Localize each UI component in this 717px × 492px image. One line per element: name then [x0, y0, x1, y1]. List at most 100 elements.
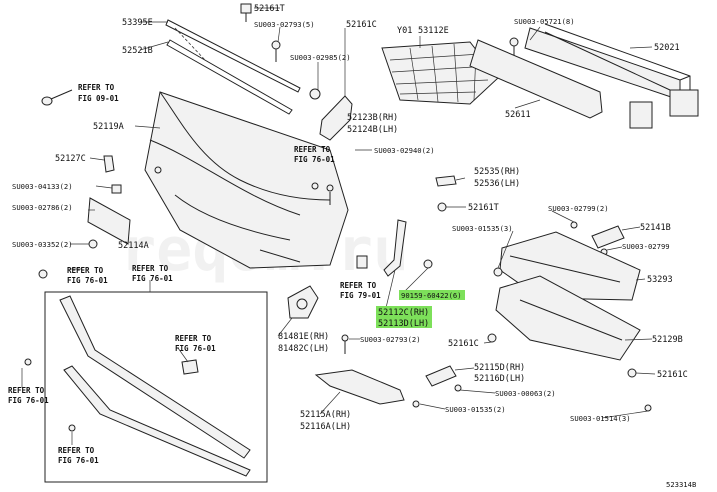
label-52611[interactable]: 52611: [505, 110, 531, 120]
bracket-icon: [181, 359, 199, 375]
label-52119a[interactable]: 52119A: [93, 122, 124, 132]
label-52123b[interactable]: 52123B(RH): [347, 113, 398, 123]
clip-icon: [627, 368, 637, 378]
label-su003-02793-top[interactable]: SU003-02793(5): [254, 20, 315, 29]
screw-icon: [644, 404, 652, 412]
clip-icon: [437, 202, 447, 212]
label-su003-02786[interactable]: SU003-02786(2): [12, 203, 73, 212]
spoiler-inset-frame: [44, 291, 268, 483]
refer-to-76-01-b1[interactable]: FIG 76-01: [294, 155, 335, 164]
refer-to-76-01-a4[interactable]: REFER TO: [175, 334, 212, 343]
label-52124b[interactable]: 52124B(LH): [347, 125, 398, 135]
bracket-icon: [591, 225, 625, 249]
label-52536[interactable]: 52536(LH): [474, 179, 520, 189]
label-su003-01514[interactable]: SU003-01514(3): [570, 414, 631, 423]
label-52161c-mid[interactable]: 52161C: [448, 339, 479, 349]
label-53112e[interactable]: 53112E: [418, 26, 449, 36]
label-52113d[interactable]: 52113D(LH): [378, 319, 429, 329]
label-53395e[interactable]: 53395E: [122, 18, 153, 28]
part-drawings: [24, 3, 699, 483]
label-su003-01535-b[interactable]: SU003-01535(2): [445, 405, 506, 414]
label-52535[interactable]: 52535(RH): [474, 167, 520, 177]
label-52127c[interactable]: 52127C: [55, 154, 86, 164]
bracket-icon: [87, 197, 131, 245]
clip-icon: [38, 269, 48, 279]
bolt-icon: [88, 239, 98, 249]
label-52161t-top[interactable]: 52161T: [254, 4, 285, 14]
side-bracket-icon: [314, 369, 405, 405]
screw-icon: [341, 334, 349, 354]
label-52115a[interactable]: 52115A(RH): [300, 410, 351, 420]
label-52114a[interactable]: 52114A: [118, 241, 149, 251]
refer-to-76-01-b4[interactable]: FIG 76-01: [175, 344, 216, 353]
refer-to-76-01-a1[interactable]: REFER TO: [294, 145, 331, 154]
label-52521b[interactable]: 52521B: [122, 46, 153, 56]
label-81482c[interactable]: 81482C(LH): [278, 344, 329, 354]
label-90159-60422[interactable]: 90159-60422(6): [401, 291, 462, 300]
molding-strip-icon: [165, 19, 301, 93]
label-su003-02793-mid[interactable]: SU003-02793(2): [360, 335, 421, 344]
label-su003-05721[interactable]: SU003-05721(8): [514, 17, 575, 26]
tool-icon: [41, 89, 73, 106]
label-52112c[interactable]: 52112C(RH): [378, 308, 429, 318]
tab-icon: [103, 155, 115, 173]
label-52161c-right[interactable]: 52161C: [657, 370, 688, 380]
energy-absorber-icon: [469, 39, 603, 119]
label-su003-00063[interactable]: SU003-00063(2): [495, 389, 556, 398]
label-52021[interactable]: 52021: [654, 43, 680, 53]
side-retainer-icon: [383, 219, 407, 277]
label-su003-02799-b[interactable]: SU003-02799: [622, 242, 670, 251]
refer-to-76-01-b6[interactable]: FIG 76-01: [58, 456, 99, 465]
refer-to-09-01-a[interactable]: REFER TO: [78, 83, 115, 92]
screw-icon: [271, 40, 281, 62]
figure-references: REFER TO FIG 09-01 REFER TO FIG 76-01 RE…: [8, 83, 381, 465]
screw-icon: [311, 182, 334, 205]
refer-to-76-01-b5[interactable]: FIG 76-01: [8, 396, 49, 405]
refer-to-76-01-a5[interactable]: REFER TO: [8, 386, 45, 395]
fog-lamp-cover-icon: [287, 285, 319, 319]
refer-to-76-01-b3[interactable]: FIG 76-01: [132, 274, 173, 283]
refer-to-76-01-a3[interactable]: REFER TO: [132, 264, 169, 273]
screw-icon: [570, 221, 578, 229]
label-52116d[interactable]: 52116D(LH): [474, 374, 525, 384]
refer-to-76-01-b2[interactable]: FIG 76-01: [67, 276, 108, 285]
diagram-id: 523314B: [666, 480, 696, 489]
label-81481e[interactable]: 81481E(RH): [278, 332, 329, 342]
label-52115d[interactable]: 52115D(RH): [474, 363, 525, 373]
label-52129b[interactable]: 52129B: [652, 335, 683, 345]
label-52161c-top[interactable]: 52161C: [346, 20, 377, 30]
screw-icon: [68, 424, 76, 432]
clip-icon: [309, 88, 321, 100]
screw-icon: [412, 400, 420, 408]
label-53293[interactable]: 53293: [647, 275, 673, 285]
retainer-icon: [111, 184, 122, 194]
label-52116a[interactable]: 52116A(LH): [300, 422, 351, 432]
label-52161t-mid[interactable]: 52161T: [468, 203, 499, 213]
refer-to-79-01-a[interactable]: REFER TO: [340, 281, 377, 290]
grille-mesh-icon: [381, 41, 499, 105]
refer-to-09-01-b[interactable]: FIG 09-01: [78, 94, 119, 103]
clip-icon: [240, 3, 252, 22]
refer-to-76-01-a6[interactable]: REFER TO: [58, 446, 95, 455]
refer-to-76-01-a2[interactable]: REFER TO: [67, 266, 104, 275]
spoiler-lip-icon: [63, 365, 251, 477]
label-su003-02940[interactable]: SU003-02940(2): [374, 146, 435, 155]
part-labels: 53395E 52521B 52161T SU003-02793(5) 5216…: [12, 4, 696, 489]
side-bracket-icon: [425, 365, 457, 387]
highlight-90159: [399, 290, 465, 300]
refer-to-79-01-b[interactable]: FIG 79-01: [340, 291, 381, 300]
label-su003-01535-a[interactable]: SU003-01535(3): [452, 224, 513, 233]
label-su003-02985[interactable]: SU003-02985(2): [290, 53, 351, 62]
label-su003-02799-a[interactable]: SU003-02799(2): [548, 204, 609, 213]
grille-strip-icon: [166, 39, 293, 115]
label-y01[interactable]: Y01: [397, 26, 412, 36]
clip-icon: [435, 175, 457, 187]
clip-icon: [423, 259, 433, 269]
highlight-52112c: [376, 306, 432, 328]
label-52141b[interactable]: 52141B: [640, 223, 671, 233]
highlights: [376, 290, 465, 328]
label-su003-03352[interactable]: SU003-03352(2): [12, 240, 73, 249]
label-su003-04133[interactable]: SU003-04133(2): [12, 182, 73, 191]
screw-icon: [454, 384, 462, 392]
